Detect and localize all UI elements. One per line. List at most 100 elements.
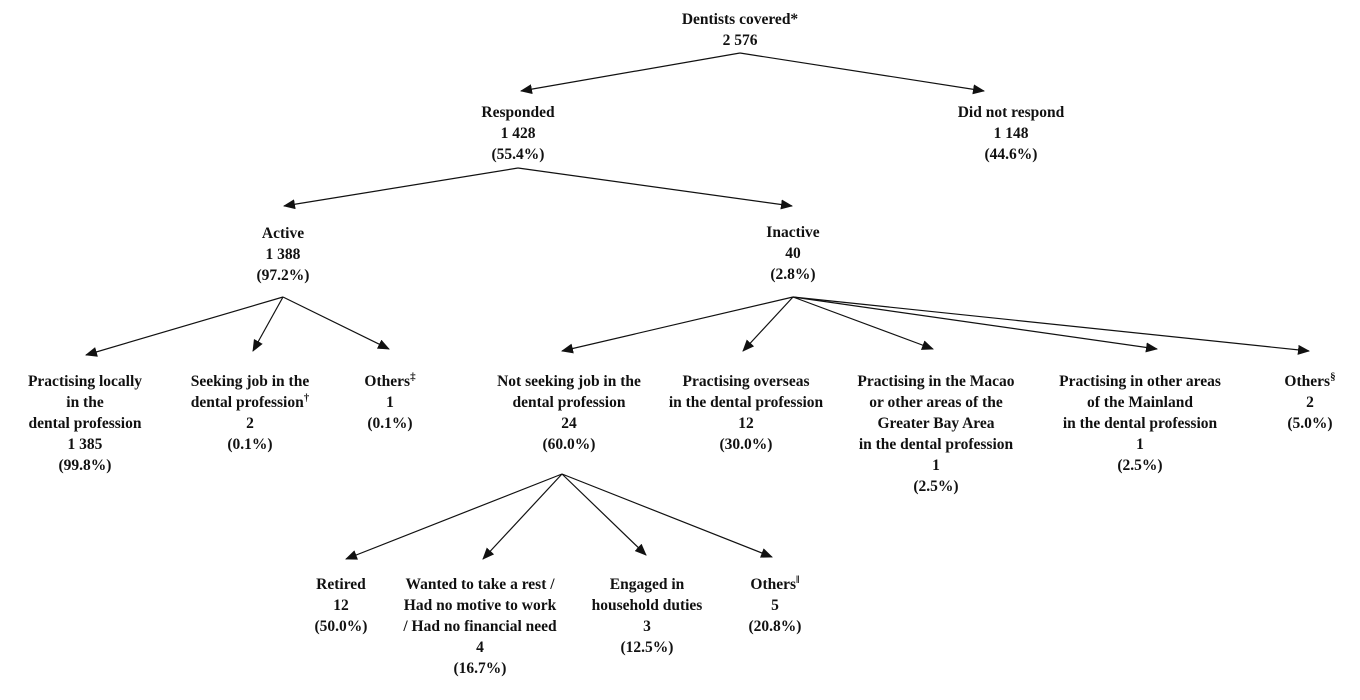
node-label: household duties: [591, 597, 703, 614]
node-label: in the dental profession: [668, 394, 824, 411]
node-inactive: Inactive 40 (2.8%): [766, 222, 819, 285]
node-household-duties: Engaged in household duties 3 (12.5%): [592, 574, 703, 658]
node-label: Practising locally: [27, 373, 143, 390]
node-label: or other areas of the: [869, 394, 1003, 411]
node-label: Others‡: [364, 371, 415, 392]
node-wanted-rest: Wanted to take a rest / Had no motive to…: [403, 574, 556, 679]
edge-root-responded: [520, 52, 741, 95]
node-percent: (55.4%): [491, 146, 545, 163]
node-label: in the dental profession: [1062, 415, 1218, 432]
node-practising-locally: Practising locally in the dental profess…: [28, 371, 142, 476]
node-percent: (2.8%): [770, 266, 816, 283]
node-label: Inactive: [766, 224, 820, 241]
node-label: Retired: [316, 576, 366, 593]
node-label: Active: [261, 225, 305, 242]
node-label: Did not respond: [957, 104, 1065, 121]
node-count: 5: [771, 597, 779, 614]
edge-notseeking-rest: [482, 473, 563, 560]
edge-inactive-not-seeking: [561, 296, 794, 354]
node-label: Greater Bay Area: [877, 415, 995, 432]
node-count: 1 385: [67, 436, 103, 453]
node-not-seeking-job: Not seeking job in the dental profession…: [497, 371, 641, 455]
node-did-not-respond: Did not respond 1 148 (44.6%): [958, 102, 1065, 165]
edge-active-others: [282, 296, 390, 350]
node-label: / Had no financial need: [403, 618, 557, 635]
node-count: 4: [476, 639, 484, 656]
node-label-text: dental profession: [190, 394, 304, 411]
footnote-mark: ‖: [796, 573, 800, 586]
node-others-inactive: Others§ 2 (5.0%): [1284, 371, 1335, 434]
node-label: in the dental profession: [858, 436, 1014, 453]
node-count: 12: [333, 597, 349, 614]
node-count: 3: [643, 618, 651, 635]
node-seeking-job: Seeking job in the dental profession† 2 …: [191, 371, 309, 455]
node-count: 24: [561, 415, 577, 432]
node-label: dental profession: [28, 415, 142, 432]
node-label: Wanted to take a rest /: [405, 576, 555, 593]
edge-inactive-others: [792, 296, 1310, 355]
node-percent: (0.1%): [367, 415, 413, 432]
node-retired: Retired 12 (50.0%): [315, 574, 368, 637]
node-others-active: Others‡ 1 (0.1%): [364, 371, 415, 434]
node-label: Practising overseas: [682, 373, 810, 390]
node-label-text: Others: [750, 576, 797, 593]
node-active: Active 1 388 (97.2%): [257, 223, 310, 286]
node-count: 40: [785, 245, 801, 262]
edge-active-seeking-job: [252, 296, 284, 352]
node-label: Others§: [1284, 371, 1335, 392]
node-count: 2: [246, 415, 254, 432]
node-label-text: Others: [364, 373, 411, 390]
node-label: Practising in the Macao: [857, 373, 1015, 390]
node-label: Had no motive to work: [403, 597, 557, 614]
node-percent: (12.5%): [620, 639, 674, 656]
node-count: 12: [738, 415, 754, 432]
edge-notseeking-retired: [345, 473, 563, 560]
node-percent: (2.5%): [1117, 457, 1163, 474]
node-percent: (44.6%): [984, 146, 1038, 163]
node-count: 1 388: [265, 246, 301, 263]
node-count: 1 148: [993, 125, 1029, 142]
node-percent: (0.1%): [227, 436, 273, 453]
footnote-mark: †: [303, 391, 310, 404]
node-others-not-seeking: Others‖ 5 (20.8%): [749, 574, 802, 637]
node-practising-mainland: Practising in other areas of the Mainlan…: [1059, 371, 1221, 476]
edge-inactive-mainland: [792, 296, 1158, 353]
node-label-text: Others: [1284, 373, 1331, 390]
node-label: Others‖: [749, 574, 802, 595]
node-count: 2: [1306, 394, 1314, 411]
node-count: 1 428: [500, 125, 536, 142]
footnote-mark: §: [1330, 370, 1336, 383]
node-percent: (97.2%): [256, 267, 310, 284]
node-label: of the Mainland: [1087, 394, 1193, 411]
node-responded: Responded 1 428 (55.4%): [481, 102, 554, 165]
node-percent: (16.7%): [453, 660, 507, 677]
edge-root-did-not-respond: [739, 52, 985, 95]
node-count: 1: [386, 394, 394, 411]
node-percent: (2.5%): [913, 478, 959, 495]
node-percent: (50.0%): [314, 618, 368, 635]
edge-responded-active: [283, 167, 519, 210]
edge-responded-inactive: [517, 167, 793, 210]
node-count: 1: [932, 457, 940, 474]
node-label: Responded: [481, 104, 555, 121]
node-percent: (99.8%): [58, 457, 112, 474]
edge-active-practising-locally: [85, 296, 284, 357]
edge-inactive-macao: [792, 296, 934, 350]
node-count: 2 576: [722, 32, 758, 49]
node-label: Engaged in: [609, 576, 685, 593]
node-percent: (60.0%): [542, 436, 596, 453]
node-percent: (30.0%): [719, 436, 773, 453]
footnote-mark: ‡: [410, 370, 416, 383]
node-label: in the: [66, 394, 104, 411]
node-percent: (5.0%): [1287, 415, 1333, 432]
node-label: dental profession: [512, 394, 626, 411]
edge-inactive-overseas: [742, 296, 794, 352]
node-practising-overseas: Practising overseas in the dental profes…: [669, 371, 823, 455]
node-practising-macao-gba: Practising in the Macao or other areas o…: [857, 371, 1014, 497]
node-label: dental profession†: [191, 392, 309, 413]
node-label: Practising in other areas: [1059, 373, 1221, 390]
node-label: Dentists covered*: [681, 11, 799, 28]
edge-notseeking-others: [561, 473, 773, 558]
